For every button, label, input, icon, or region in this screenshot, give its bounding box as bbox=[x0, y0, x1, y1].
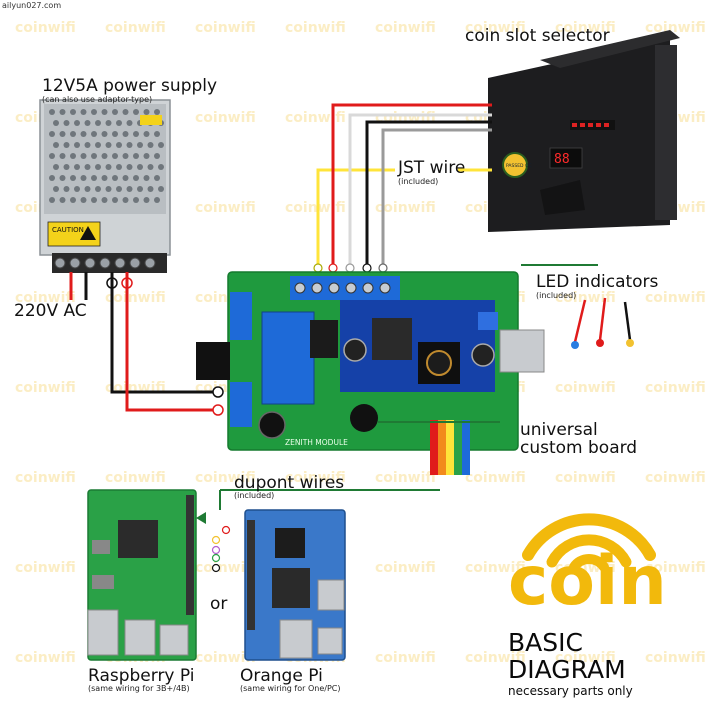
label-opi: Orange Pi bbox=[240, 666, 323, 686]
watermark-text: coinwifi bbox=[555, 650, 616, 666]
watermark-text: coinwifi bbox=[645, 650, 706, 666]
watermark-text: coinwifi bbox=[465, 470, 526, 486]
label-dupont: dupont wires bbox=[234, 473, 345, 493]
watermark-text: coinwifi bbox=[105, 470, 166, 486]
watermark-text: coinwifi bbox=[285, 110, 346, 126]
watermark-text: coinwifi bbox=[645, 20, 706, 36]
led-indicators bbox=[571, 297, 634, 349]
watermark-text: coinwifi bbox=[195, 200, 256, 216]
watermark-text: coinwifi bbox=[195, 20, 256, 36]
watermark-text: coinwifi bbox=[555, 470, 616, 486]
watermark-text: coinwifi bbox=[285, 470, 346, 486]
watermark-text: coinwifi bbox=[105, 380, 166, 396]
logo-title-1: BASIC bbox=[508, 628, 583, 657]
label-or: or bbox=[210, 594, 228, 614]
raspberry-pi bbox=[87, 489, 197, 661]
label-coin-slot: coin slot selector bbox=[465, 26, 610, 46]
label-power-supply: 12V5A power supply bbox=[42, 76, 218, 96]
watermark-text: coinwifi bbox=[465, 650, 526, 666]
watermark-text: coinwifi bbox=[195, 110, 256, 126]
watermark-text: coinwifi bbox=[15, 470, 76, 486]
watermark-text: coinwifi bbox=[195, 470, 256, 486]
watermark-text: coinwifi bbox=[15, 290, 76, 306]
custom-board: ZENITH MODULE bbox=[196, 271, 545, 451]
logo-title-2: DIAGRAM bbox=[508, 655, 626, 684]
label-power-supply-note: (can also use adaptor-type) bbox=[42, 95, 153, 104]
watermark-text: coinwifi bbox=[105, 290, 166, 306]
label-led: LED indicators bbox=[536, 272, 659, 292]
watermark-text: coinwifi bbox=[285, 20, 346, 36]
watermark-text: coinwifi bbox=[105, 20, 166, 36]
label-ac: 220V AC bbox=[14, 301, 87, 321]
caution-text: CAUTION bbox=[52, 226, 84, 234]
board-module-text: ZENITH MODULE bbox=[285, 438, 348, 447]
wifi-arcs-icon bbox=[522, 513, 656, 572]
watermark-text: coinwifi bbox=[375, 200, 436, 216]
watermark-text: coinwifi bbox=[555, 20, 616, 36]
watermark-text: coinwifi bbox=[645, 380, 706, 396]
watermark-text: coinwifi bbox=[375, 470, 436, 486]
watermark-text: coinwifi bbox=[15, 560, 76, 576]
watermark-text: coinwifi bbox=[375, 110, 436, 126]
dupont-ribbon bbox=[430, 420, 470, 475]
label-led-note: (included) bbox=[536, 291, 577, 300]
site-domain: ailyun027.com bbox=[2, 1, 62, 10]
selector-badge: PASSED QC bbox=[506, 163, 532, 169]
label-jst: JST wire bbox=[398, 158, 466, 178]
coin-display: 88 bbox=[554, 152, 570, 167]
watermark-text: coinwifi bbox=[645, 560, 706, 576]
logo-coin-word: coin bbox=[508, 542, 667, 621]
watermark-text: coinwifi bbox=[15, 20, 76, 36]
watermark-text: coinwifi bbox=[15, 650, 76, 666]
label-rpi: Raspberry Pi bbox=[88, 666, 195, 686]
watermark-text: coinwifi bbox=[375, 560, 436, 576]
watermark-text: coinwifi bbox=[195, 650, 256, 666]
watermark-text: coinwifi bbox=[375, 650, 436, 666]
power-supply: CAUTION bbox=[39, 99, 171, 273]
label-opi-note: (same wiring for One/PC) bbox=[240, 684, 341, 693]
watermark-text: coinwifi bbox=[555, 290, 616, 306]
watermark-text: coinwifi bbox=[285, 200, 346, 216]
label-dupont-note: (included) bbox=[234, 491, 275, 500]
watermark-text: coinwifi bbox=[645, 290, 706, 306]
label-rpi-note: (same wiring for 3B+/4B) bbox=[88, 684, 190, 693]
watermark-text: coinwifi bbox=[465, 20, 526, 36]
watermark-text: coinwifi bbox=[645, 470, 706, 486]
watermark-text: coinwifi bbox=[375, 20, 436, 36]
label-board-2: custom board bbox=[520, 438, 638, 458]
coin-slot-selector: 88 PASSED QC bbox=[488, 30, 680, 232]
logo-subtitle: necessary parts only bbox=[508, 684, 633, 698]
orange-pi bbox=[244, 509, 346, 661]
watermark-text: coinwifi bbox=[15, 380, 76, 396]
watermark-text: coinwifi bbox=[195, 560, 256, 576]
watermark-text: coinwifi bbox=[555, 380, 616, 396]
watermark-text: coinwifi bbox=[465, 560, 526, 576]
label-board-1: universal bbox=[520, 420, 598, 440]
label-jst-note: (included) bbox=[398, 177, 439, 186]
